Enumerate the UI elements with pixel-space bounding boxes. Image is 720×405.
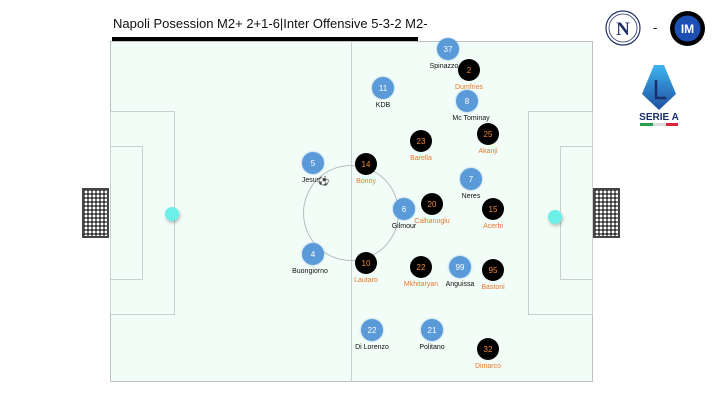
page-title: Napoli Posession M2+ 2+1-6|Inter Offensi…	[113, 16, 428, 31]
player-number: 8	[456, 90, 478, 112]
player-number: 5	[302, 152, 324, 174]
player-name: Bastoni	[481, 284, 505, 291]
player-number: 95	[482, 259, 504, 281]
serie-a-logo: SERIE A	[639, 65, 679, 126]
player-number: 10	[355, 252, 377, 274]
player-number: 7	[460, 168, 482, 190]
goal-net-icon	[82, 188, 109, 238]
goal-net-icon	[593, 188, 620, 238]
player-number: 4	[302, 243, 324, 265]
player-number: 14	[355, 153, 377, 175]
left-goal-area	[110, 146, 143, 280]
versus-separator: -	[653, 20, 658, 35]
player-name: Politano	[419, 344, 445, 351]
player-name: Mkhitaryan	[403, 281, 439, 288]
player-name: Lautaro	[354, 277, 378, 284]
player-name: Mc Tominay	[452, 115, 490, 122]
player-number: 99	[449, 256, 471, 278]
player-name: Jesus	[301, 177, 321, 184]
player-name: Dumfries	[454, 84, 483, 91]
player-number: 22	[410, 256, 432, 278]
player-name: Spinazzo	[429, 63, 459, 70]
svg-text:N: N	[616, 19, 630, 40]
player-name: Dimarco	[474, 363, 502, 370]
player-name: Gilmour	[391, 223, 417, 230]
player-name: Di Lorenzo	[355, 344, 389, 351]
svg-text:SERIE A: SERIE A	[639, 112, 679, 123]
inter-logo: IM	[670, 11, 705, 46]
player-number: 37	[437, 38, 459, 60]
player-number: 25	[477, 123, 499, 145]
player-name: Buongiorno	[292, 268, 328, 275]
player-name: Bonny	[356, 178, 376, 185]
player-number: 32	[477, 338, 499, 360]
player-number: 23	[410, 130, 432, 152]
player-number: 21	[421, 319, 443, 341]
player-number: 2	[458, 59, 480, 81]
player-number: 22	[361, 319, 383, 341]
napoli-logo: N	[605, 10, 641, 46]
soccer-ball-icon: ⚽	[318, 176, 330, 186]
svg-text:IM: IM	[681, 22, 694, 36]
player-name: Barella	[410, 155, 432, 162]
player-name: KDB	[375, 102, 391, 109]
player-number: 6	[393, 198, 415, 220]
player-name: Akanji	[478, 148, 498, 155]
title-underline	[112, 37, 418, 41]
player-name: Neres	[461, 193, 481, 200]
player-name: Anguissa	[445, 281, 475, 288]
player-number: 20	[421, 193, 443, 215]
left-penalty-spot	[165, 207, 179, 221]
right-goal-area	[560, 146, 593, 280]
right-penalty-spot	[548, 210, 562, 224]
player-number: 11	[372, 77, 394, 99]
player-name: Acerbi	[483, 223, 503, 230]
player-number: 15	[482, 198, 504, 220]
player-name: Calhanoglu	[414, 218, 450, 225]
